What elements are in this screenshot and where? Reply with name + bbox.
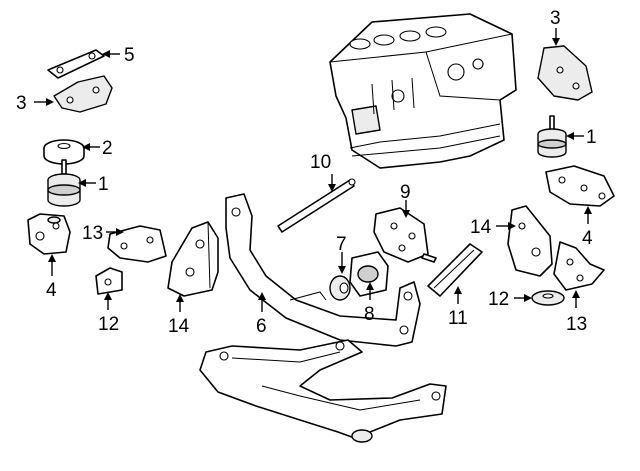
plate-9 [373, 207, 437, 263]
callout-3-left: 3 [16, 93, 27, 114]
torque-rod-10 [277, 178, 356, 233]
callout-4-right: 4 [582, 228, 593, 249]
bracket-5 [47, 49, 105, 79]
mount-bracket-4-right [545, 165, 615, 207]
callout-14-left: 14 [168, 316, 190, 337]
callout-1-right: 1 [586, 127, 597, 148]
callout-2: 2 [102, 138, 113, 159]
mount-8 [349, 251, 389, 297]
callout-3-right: 3 [550, 8, 561, 29]
callout-leaders [34, 28, 592, 312]
engine-mount-1-right [537, 115, 567, 158]
callout-labels: 5 3 2 1 4 13 12 14 10 9 7 8 6 11 3 1 4 1… [16, 8, 597, 337]
subframe [199, 339, 447, 443]
callout-14-right: 14 [470, 217, 492, 238]
engine-carrier-6 [225, 193, 421, 347]
callout-5: 5 [124, 45, 135, 66]
engine-block [329, 13, 517, 169]
callout-1-left: 1 [98, 174, 109, 195]
callout-12-left: 12 [98, 314, 119, 335]
callout-4-left: 4 [46, 280, 57, 301]
callout-9: 9 [400, 182, 411, 203]
callout-10: 10 [310, 152, 331, 173]
bracket-14-right [507, 205, 553, 277]
callout-12-right: 12 [488, 289, 509, 310]
callout-6: 6 [256, 316, 267, 337]
strap-11 [427, 243, 483, 297]
mount-bracket-4-left [27, 213, 71, 255]
bracket-14-left [167, 221, 219, 297]
engine-mount-1-left [47, 159, 81, 207]
bushing-7 [329, 275, 351, 301]
bracket-13-right [553, 241, 605, 291]
pad-12-left [95, 267, 123, 295]
callout-13-right: 13 [566, 314, 587, 335]
heat-shield-3-left [53, 75, 113, 113]
callout-11: 11 [448, 308, 468, 329]
heat-shield-3-right [537, 45, 593, 101]
pad-12-right [531, 290, 565, 306]
callout-13-left: 13 [82, 223, 103, 244]
callout-7: 7 [336, 234, 347, 255]
callout-8: 8 [364, 304, 375, 325]
bracket-13-left [107, 225, 167, 263]
